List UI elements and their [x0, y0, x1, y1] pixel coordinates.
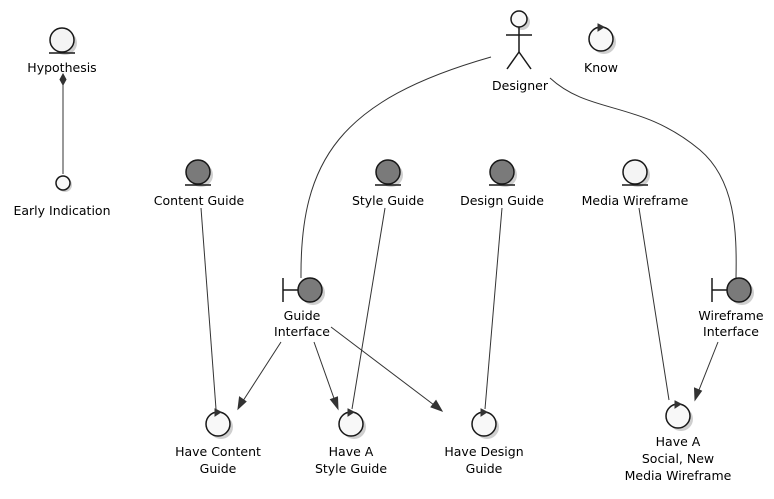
boundary-guide-interface[interactable]: Guide Interface	[274, 277, 330, 339]
actor-designer[interactable]: Designer	[492, 10, 549, 93]
edge-designer-guide-interface	[300, 56, 492, 279]
actor-stick-figure-icon	[506, 10, 532, 70]
circle-early-indication[interactable]: Early Indication	[13, 175, 111, 218]
composition-diamond-icon	[59, 72, 67, 87]
edge-content-guide-have-content	[200, 207, 217, 410]
early-indication-label: Early Indication	[13, 203, 110, 218]
edge-design-guide-have-design	[484, 207, 503, 410]
entity-style-guide[interactable]: Style Guide	[352, 159, 424, 208]
entity-design-guide[interactable]: Design Guide	[460, 159, 544, 208]
entity-content-guide[interactable]: Content Guide	[154, 159, 245, 208]
have-social-label-line3: Media Wireframe	[625, 468, 732, 483]
edge-media-wireframe-have-social	[638, 207, 670, 401]
control-have-design-guide[interactable]: Have Design Guide	[444, 408, 524, 476]
control-icon	[471, 408, 499, 439]
entity-media-wireframe[interactable]: Media Wireframe	[582, 159, 689, 208]
control-know[interactable]: Know	[584, 23, 618, 75]
entity-icon	[375, 159, 403, 187]
entity-hypothesis[interactable]: Hypothesis	[27, 27, 97, 75]
have-design-guide-label-line1: Have Design	[444, 444, 523, 459]
wireframe-interface-label-line1: Wireframe	[698, 308, 763, 323]
have-social-label-line2: Social, New	[642, 451, 714, 466]
control-have-content-guide[interactable]: Have Content Guide	[175, 408, 261, 476]
arrowhead-icon	[329, 396, 339, 411]
control-know-label: Know	[584, 60, 618, 75]
have-content-guide-label-line1: Have Content	[175, 444, 261, 459]
edge-wireframe-interface-have-social	[696, 341, 719, 396]
control-have-social-media-wireframe[interactable]: Have A Social, New Media Wireframe	[625, 400, 732, 483]
entity-icon	[49, 27, 77, 55]
entity-icon	[622, 159, 650, 187]
edge-guide-interface-have-style	[313, 341, 337, 405]
arrowhead-icon	[693, 387, 703, 402]
edge-style-guide-have-style	[351, 207, 386, 410]
have-design-guide-label-line2: Guide	[466, 461, 503, 476]
control-icon	[665, 400, 693, 431]
entity-design-guide-label: Design Guide	[460, 193, 544, 208]
entity-content-guide-label: Content Guide	[154, 193, 245, 208]
have-style-guide-label-line1: Have A	[329, 444, 374, 459]
edge-guide-interface-have-design	[330, 326, 439, 409]
guide-interface-label-line2: Interface	[274, 324, 330, 339]
control-icon	[588, 23, 616, 54]
boundary-icon	[711, 277, 754, 305]
edges	[59, 56, 737, 412]
circle-icon	[55, 175, 72, 192]
control-have-style-guide[interactable]: Have A Style Guide	[315, 408, 387, 476]
edge-guide-interface-have-content	[240, 341, 282, 405]
entity-icon	[489, 159, 517, 187]
edge-designer-wireframe-interface	[549, 77, 737, 279]
wireframe-interface-label-line2: Interface	[703, 324, 759, 339]
arrowhead-icon	[237, 396, 247, 411]
entity-style-guide-label: Style Guide	[352, 193, 424, 208]
have-style-guide-label-line2: Style Guide	[315, 461, 387, 476]
guide-interface-label-line1: Guide	[284, 308, 321, 323]
entity-hypothesis-label: Hypothesis	[27, 60, 96, 75]
arrowhead-icon	[430, 399, 444, 412]
actor-designer-label: Designer	[492, 78, 549, 93]
entity-icon	[185, 159, 213, 187]
boundary-wireframe-interface[interactable]: Wireframe Interface	[698, 277, 764, 339]
entity-media-wireframe-label: Media Wireframe	[582, 193, 689, 208]
control-icon	[205, 408, 233, 439]
have-social-label-line1: Have A	[656, 434, 701, 449]
boundary-icon	[282, 277, 325, 305]
control-icon	[338, 408, 366, 439]
have-content-guide-label-line2: Guide	[200, 461, 237, 476]
